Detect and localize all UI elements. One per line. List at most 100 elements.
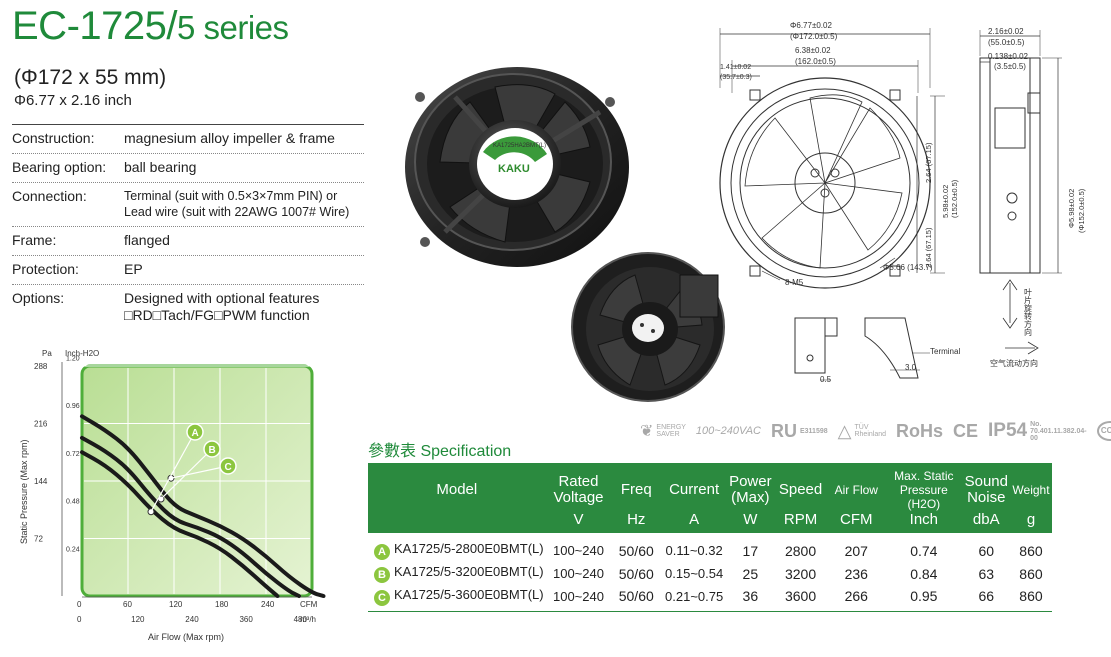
side-terminal-tab — [1027, 92, 1041, 114]
cell-pressure: 0.74 — [910, 542, 938, 559]
dim-depth-mm: (55.0±0.5) — [988, 38, 1025, 47]
cell-current: 0.11~0.32 — [665, 543, 723, 558]
col-speed: Speed — [773, 463, 828, 511]
product-title: EC-1725/5 series — [12, 4, 289, 49]
spec-label: Bearing option: — [12, 159, 107, 175]
dim-0-5: 0.5 — [820, 375, 832, 384]
side-terminal — [994, 107, 1026, 149]
row-badge: A — [374, 544, 390, 560]
spec-value: Terminal (suit with 0.5×3×7mm PIN) or Le… — [124, 188, 364, 220]
unit-model — [368, 511, 546, 533]
unit-noise: dbA — [962, 511, 1010, 533]
x-tick-m3h: 360 — [239, 615, 253, 624]
size-inch: Φ6.77 x 2.16 inch — [14, 92, 132, 109]
cell-flow: 207 — [844, 542, 868, 559]
unit-speed: RPM — [773, 511, 828, 533]
cell-weight: 860 — [1019, 542, 1043, 559]
front-blades — [744, 94, 903, 269]
cell-current: 0.21~0.75 — [661, 585, 728, 612]
cell-freq: 50/60 — [611, 585, 662, 612]
col-current: Current — [661, 463, 728, 511]
size-mm: (Φ172 x 55 mm) — [14, 66, 167, 89]
col-freq: Freq — [611, 463, 662, 511]
hub-hole — [810, 168, 820, 178]
col-model: Model — [368, 463, 546, 511]
spec-frame: Frame: flanged — [12, 226, 364, 255]
dim-inner-mm: (162.0±0.5) — [795, 57, 836, 66]
spec-label: Protection: — [12, 261, 79, 277]
cell-voltage: 100~240 — [552, 543, 604, 558]
tuv-logo: △TÜV Rheinland — [837, 420, 887, 441]
badge-b — [203, 440, 221, 458]
hub-hole — [830, 168, 840, 178]
spec-value-line1: Terminal (suit with 0.5×3×7mm PIN) or — [124, 189, 338, 203]
voltage-logo: 100~240VAC — [695, 425, 761, 437]
cell-pressure: 0.84 — [910, 565, 938, 582]
unit-freq: Hz — [611, 511, 662, 533]
spec-bearing: Bearing option: ball bearing — [12, 153, 364, 182]
cell-noise: 63 — [978, 565, 995, 582]
hub-hole — [820, 188, 830, 198]
model-name: KA1725/5-3600E0BMT(L) — [394, 586, 544, 602]
dim-outer-diameter-mm: (Φ172.0±0.5) — [790, 32, 838, 41]
dim-height: 5.98±0.02 — [941, 185, 950, 218]
dim-hole: Φ5.66 (143.7) — [883, 263, 933, 272]
col-pressure: Max. Static Pressure (H2O) — [885, 463, 963, 511]
series-curve-b — [80, 435, 301, 598]
mount-hole — [415, 92, 425, 102]
cell-flow: 266 — [827, 585, 886, 612]
spec-table: Model Rated Voltage Freq Current Power (… — [368, 463, 1052, 612]
x-tick-cfm: 240 — [261, 600, 275, 609]
rohs-logo: RoHs — [896, 420, 944, 441]
dim-flange-mm: (3.5±0.5) — [994, 62, 1026, 71]
spec-label: Frame: — [12, 232, 57, 248]
terminal-label: Terminal — [930, 347, 960, 356]
cell-freq: 50/60 — [618, 542, 654, 559]
energy-saver-logo: ❦ENERGY SAVER — [640, 423, 686, 440]
dim-side-height: Φ5.98±0.02 — [1067, 189, 1076, 228]
spec-value: Designed with optional features □RD□Tach… — [124, 290, 364, 324]
x-tick-m3h: 480 — [294, 615, 308, 624]
fan-label-brand: KAKU — [498, 163, 530, 175]
airflow-direction-label: 空气流动方向 — [990, 358, 1038, 368]
terminal-detail — [794, 317, 826, 374]
leader-line-a — [150, 431, 196, 513]
dim-screw: 8-M5 — [785, 278, 804, 287]
spec-construction: Construction: magnesium alloy impeller &… — [12, 124, 364, 153]
y-tick-inch: 0.24 — [66, 546, 80, 553]
dim-side-height-mm: (Φ152.0±0.5) — [1077, 188, 1086, 233]
cell-power: 25 — [742, 565, 759, 582]
y-axis-label: Static Pressure (Max rpm) — [19, 439, 29, 544]
dim-height-mm: (152.0±0.5) — [950, 179, 959, 218]
spec-table-title: 參數表 Specification — [368, 443, 512, 460]
x-tick-cfm: 0 — [77, 600, 82, 609]
spec-value: ball bearing — [124, 159, 197, 175]
x-axis-label: Air Flow (Max rpm) — [148, 632, 224, 642]
series-curve-c — [80, 414, 326, 598]
x-tick-cfm: 120 — [169, 600, 183, 609]
ce-logo: CE — [953, 420, 979, 441]
x-tick-m3h: 0 — [77, 615, 82, 624]
unit-power: W — [727, 511, 774, 533]
col-noise: Sound Noise — [962, 463, 1010, 511]
model-name: KA1725/5-3200E0BMT(L) — [394, 564, 544, 579]
front-venturi-circle — [739, 97, 911, 269]
unit-pa: Pa — [42, 349, 52, 358]
front-outer-circle — [719, 77, 931, 289]
badge-label-b: B — [209, 445, 216, 456]
y-tick-inch: 0.96 — [66, 403, 80, 410]
cell-weight: 860 — [1009, 585, 1052, 612]
cell-speed: 2800 — [784, 542, 817, 559]
spec-value-line2: Lead wire (suit with 22AWG 1007# Wire) — [124, 205, 350, 219]
badge-c — [219, 457, 237, 475]
cell-freq: 50/60 — [618, 565, 654, 582]
unit-inch-h2o: Inch-H2O — [65, 349, 99, 358]
x-unit-cfm: CFM — [300, 600, 318, 609]
col-voltage: Rated Voltage — [545, 463, 612, 511]
spec-protection: Protection: EP — [12, 255, 364, 284]
